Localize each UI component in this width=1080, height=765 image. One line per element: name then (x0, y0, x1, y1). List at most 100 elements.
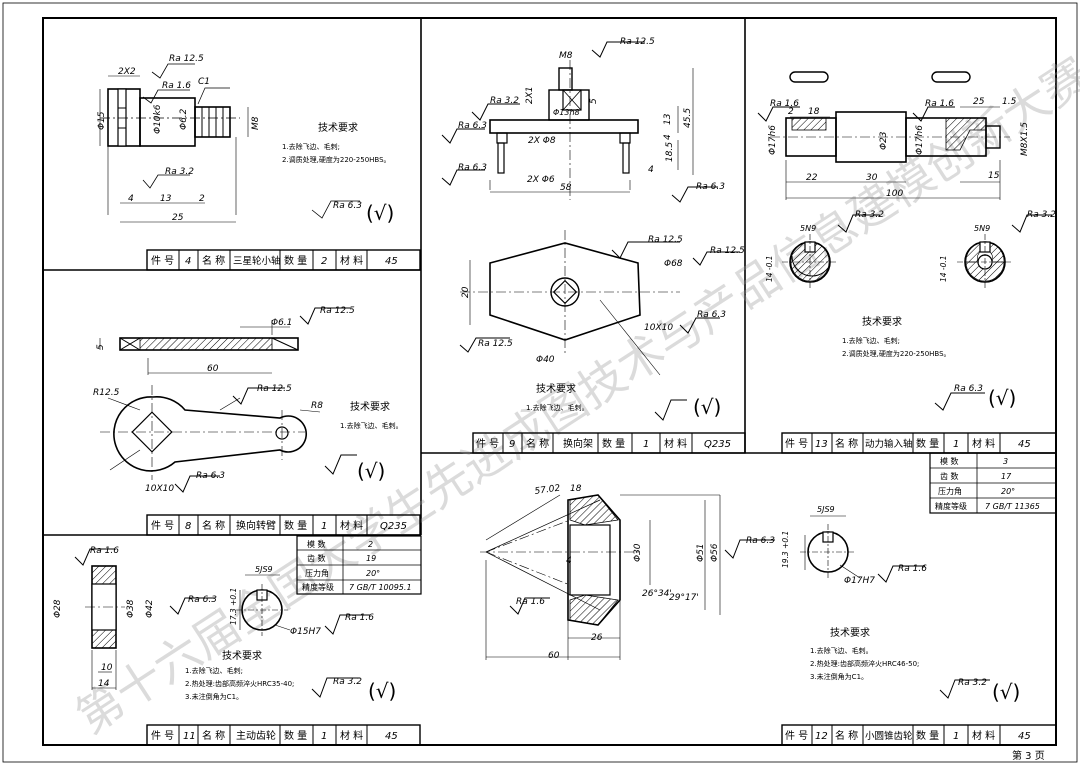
p11-dim: 5JS9 (255, 565, 273, 574)
p4-dim: Φ6.2 (179, 108, 189, 130)
p4-rough-generic: Ra 6.3 (333, 201, 362, 211)
p12-dim: Φ51 (696, 543, 706, 562)
p12-teeth: 17 (1001, 472, 1012, 481)
p12-dim: Φ56 (710, 543, 720, 562)
p11-req: 1.去除飞边、毛刺; (185, 666, 243, 675)
lbl-pressure: 压力角 (938, 486, 962, 496)
p4-dim: 2X2 (118, 67, 136, 77)
p8-rough: Ra 6.3 (196, 471, 225, 481)
lbl-part-no: 件 号 (151, 730, 174, 742)
p11-dim: Φ28 (53, 599, 63, 618)
p13-dim: 5N9 (800, 224, 816, 233)
p9-rough: Ra 6.3 (697, 310, 726, 320)
p11-qty: 1 (321, 731, 327, 742)
p9-qty: 1 (643, 439, 649, 450)
p13-title-block: 件 号 13 名 称 动力输入轴 数 量 1 材 料 45 (781, 432, 1057, 454)
p12-dim: 5JS9 (817, 505, 835, 514)
lbl-name: 名 称 (202, 519, 225, 532)
p13-dim: Φ17h6 (915, 125, 925, 155)
p13-req: 1.去除飞边、毛刺; (842, 336, 900, 345)
p13-dim: 18 (808, 107, 820, 117)
p12-rough: Ra 1.6 (516, 597, 545, 607)
p12-dim: 26°34' (642, 589, 672, 599)
p8-dim: R12.5 (93, 388, 120, 398)
p13-dim: 100 (886, 189, 903, 199)
p12-precision: 7 GB/T 11365 (985, 502, 1040, 511)
p8-rough: Ra 12.5 (257, 384, 292, 394)
p12-req: 3.未注倒角为C1。 (810, 672, 868, 681)
lbl-part-no: 件 号 (151, 255, 174, 267)
p4-material: 45 (385, 256, 398, 267)
part-13-drawing (757, 71, 1052, 411)
p11-tech-req-title: 技术要求 (222, 649, 262, 662)
p12-part-no: 12 (815, 731, 828, 742)
p12-dim: 57.02 (534, 483, 561, 497)
p12-dim: 60 (548, 651, 560, 661)
p13-dim: M8X1.5 (1020, 122, 1030, 156)
p13-dim: 25 (973, 97, 985, 107)
p9-rough: Ra 12.5 (648, 235, 683, 245)
p9-dim: 58 (560, 183, 572, 193)
lbl-precision: 精度等级 (302, 582, 334, 592)
p4-qty: 2 (321, 256, 327, 267)
p4-rough: Ra 3.2 (165, 167, 194, 177)
p11-rough: Ra 6.3 (188, 595, 217, 605)
p4-dim: C1 (198, 77, 210, 87)
p4-dim: Φ15 (97, 111, 107, 130)
lbl-material: 材 料 (340, 729, 363, 742)
p13-material: 45 (1018, 439, 1031, 450)
p4-req: 1.去除飞边、毛刺; (282, 142, 340, 151)
p8-rough: Ra 12.5 (320, 306, 355, 316)
p4-name: 三星轮小轴 (233, 255, 281, 267)
p13-check: (√) (988, 386, 1016, 410)
part-11-drawing (74, 548, 370, 698)
lbl-part-no: 件 号 (151, 520, 174, 532)
p4-dim: 13 (160, 194, 172, 204)
p9-dim: Φ68 (664, 259, 683, 269)
p13-dim: 22 (806, 173, 818, 183)
p4-rough: Ra 1.6 (162, 81, 191, 91)
p8-check: (√) (357, 459, 385, 483)
p13-tech-req-title: 技术要求 (862, 315, 902, 328)
p8-tech-req-title: 技术要求 (350, 400, 390, 413)
p9-dim: M8 (559, 51, 573, 61)
p4-check: (√) (366, 201, 394, 225)
lbl-name: 名 称 (526, 437, 549, 450)
p11-dim: Φ15H7 (290, 627, 321, 637)
p12-param-table: 模 数 3 齿 数 17 压力角 20° 精度等级 7 GB/T 11365 (929, 452, 1057, 514)
p12-rough: Ra 1.6 (898, 564, 927, 574)
p11-param-table: 模 数 2 齿 数 19 压力角 20° 精度等级 7 GB/T 10095.1 (296, 535, 422, 595)
p11-req: 2.热处理:齿部高频淬火HRC35-40; (185, 679, 294, 688)
p11-pressure: 20° (366, 569, 380, 578)
p11-dim: Φ38 (126, 599, 136, 618)
p4-dim: 2 (199, 194, 205, 204)
lbl-precision: 精度等级 (935, 501, 967, 511)
lbl-name: 名 称 (835, 437, 858, 450)
p9-dim: Φ40 (536, 355, 555, 365)
p4-dim: 25 (172, 213, 184, 223)
p4-part-no: 4 (185, 256, 191, 267)
p13-dim: 30 (866, 173, 878, 183)
lbl-qty: 数 量 (284, 519, 307, 532)
p9-check: (√) (693, 395, 721, 419)
p8-name: 换向转臂 (236, 519, 276, 532)
p9-rough: Ra 12.5 (710, 246, 745, 256)
p12-name: 小圆锥齿轮 (865, 730, 913, 742)
p9-dim: 4 (663, 134, 673, 140)
lbl-material: 材 料 (664, 437, 687, 450)
p12-module: 3 (1003, 457, 1008, 466)
lbl-material: 材 料 (340, 254, 363, 267)
p12-dim: Φ17H7 (844, 576, 875, 586)
p9-dim: 10X10 (644, 323, 673, 333)
p8-material: Q235 (380, 521, 407, 532)
p9-dim: 4 (648, 165, 654, 175)
p12-pressure: 20° (1001, 487, 1015, 496)
p13-rough: Ra 3.2 (1027, 210, 1056, 220)
p11-title-block: 件 号 11 名 称 主动齿轮 数 量 1 材 料 45 (146, 724, 421, 746)
lbl-pressure: 压力角 (305, 568, 329, 578)
p12-check: (√) (992, 680, 1020, 704)
p13-qty: 1 (953, 439, 959, 450)
p12-req: 1.去除飞边、毛刺。 (810, 646, 873, 655)
p13-dim: 14 -0.1 (939, 255, 948, 282)
